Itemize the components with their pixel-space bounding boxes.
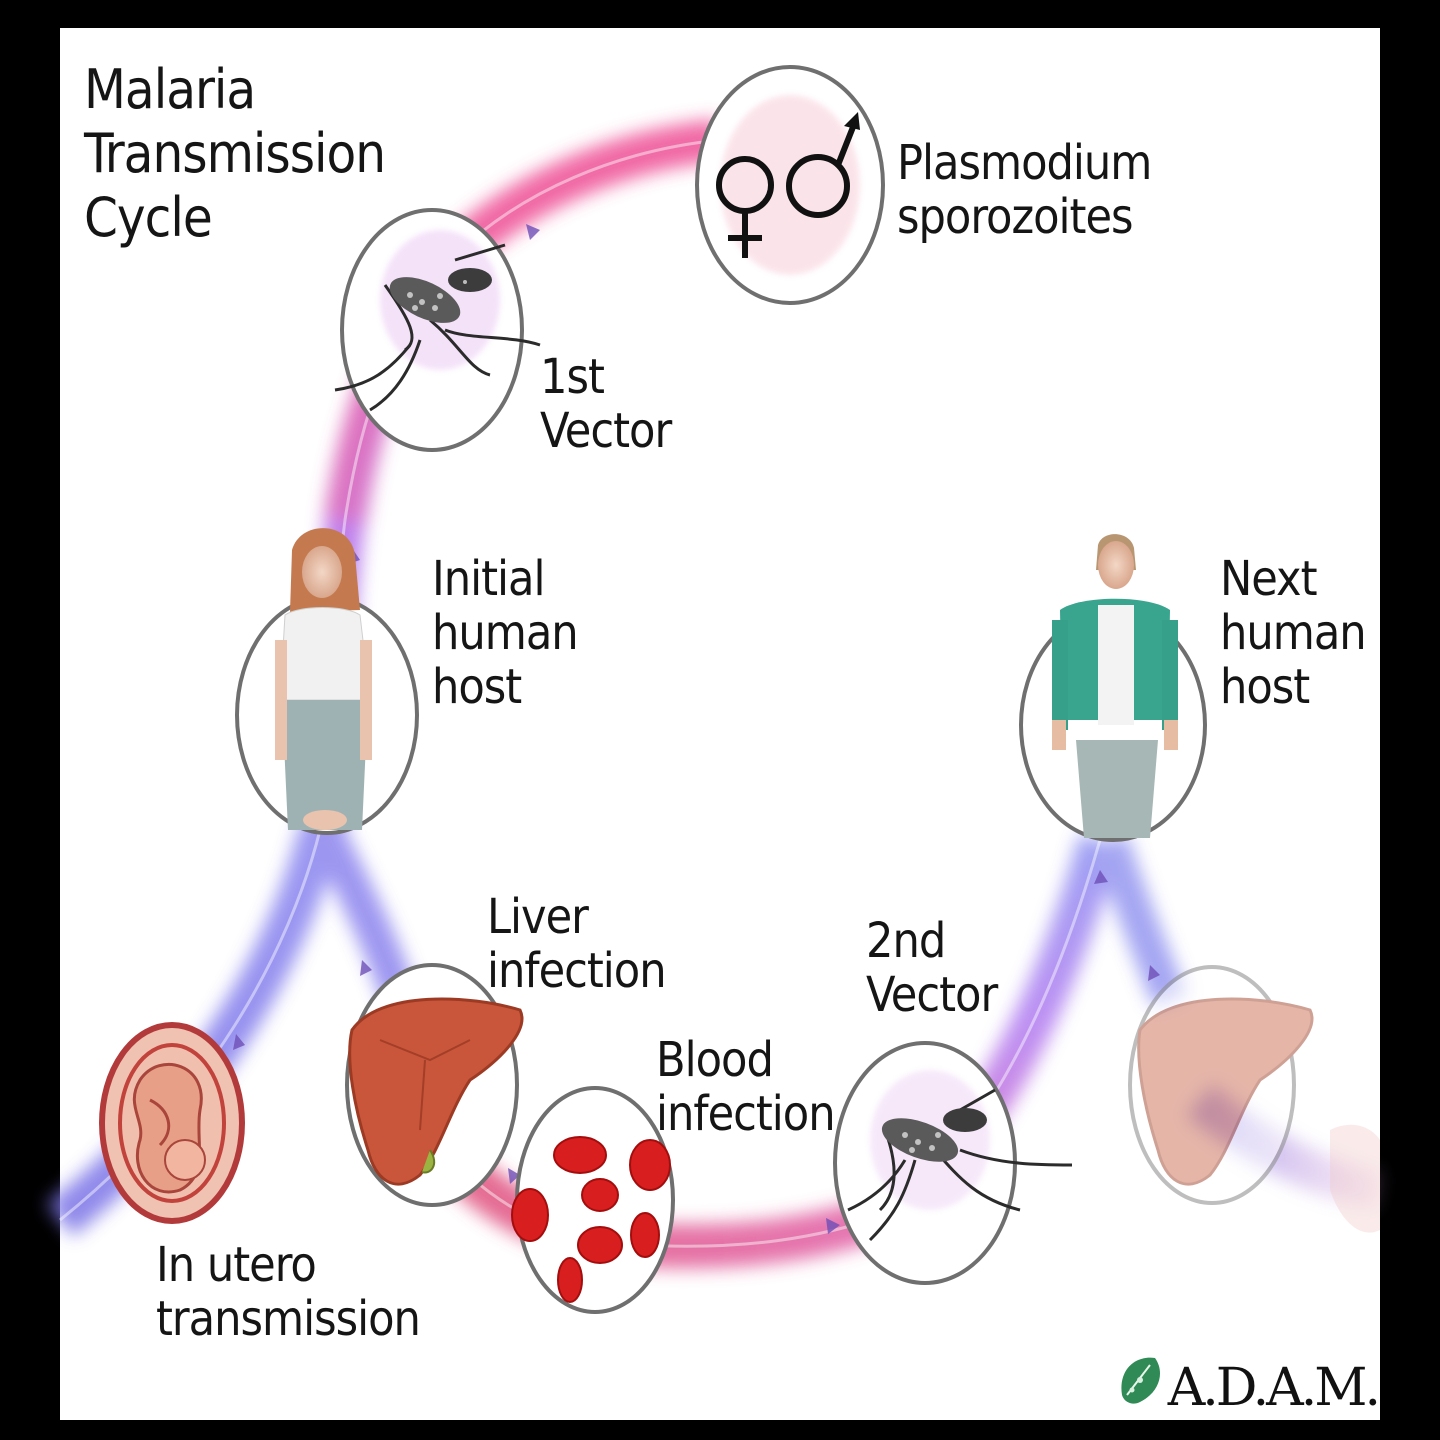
blood-label: Blood infection [656,1032,836,1142]
diagram-title: Malaria Transmission Cycle [84,58,386,250]
female-symbol-icon [716,156,774,258]
arrow-icon [1094,870,1108,884]
vector1-node [334,208,541,452]
blood-node [511,1086,675,1314]
label-line: transmission [156,1291,421,1347]
adam-logo: A.D.A.M. [1118,1338,1381,1418]
sporozoites-label: Plasmodium sporozoites [897,135,1152,245]
woman-figure-icon [275,528,372,830]
logo-text: A.D.A.M. [1167,1358,1381,1418]
label-line: Liver [487,889,589,945]
initial-host-label: Initial human host [432,551,579,715]
label-line: infection [656,1086,836,1142]
label-line: Plasmodium [897,135,1152,191]
title-line-1: Malaria [84,58,256,121]
vector2-node [833,1041,1073,1285]
label-line: In utero [156,1237,317,1293]
title-line-3: Cycle [84,186,213,249]
label-line: host [1220,659,1310,715]
initial-host-node [235,528,419,835]
in-utero-label: In utero transmission [156,1237,421,1347]
in-utero-node [99,1022,245,1224]
liver-icon [348,997,524,1186]
arrow-icon [508,1168,520,1184]
next-host-node [1019,534,1207,842]
arrow-icon [526,224,540,240]
next-in-utero-icon [1330,1124,1380,1233]
label-line: infection [487,943,667,999]
male-arrow-icon [844,112,860,130]
liver-icon [1137,997,1314,1186]
label-line: human [432,605,579,661]
label-line: Vector [540,403,672,459]
label-line: 1st [540,349,605,405]
blood-cells-icon [511,1136,671,1303]
liver-node [345,963,524,1207]
man-figure-icon [1052,534,1178,838]
male-symbol-icon [786,120,858,218]
label-line: Initial [432,551,545,607]
adam-leaf-icon [1121,1357,1160,1404]
arrow-icon [233,1034,245,1050]
arrow-icon [1148,965,1160,981]
label-line: host [432,659,522,715]
label-line: Blood [656,1032,774,1088]
label-line: human [1220,605,1367,661]
liver-label: Liver infection [487,889,667,999]
sporozoites-node [695,65,885,305]
next-host-label: Next human host [1220,551,1367,715]
label-line: sporozoites [897,189,1134,245]
fetus-icon [132,1062,206,1194]
title-line-2: Transmission [84,122,386,185]
label-line: Vector [866,967,998,1023]
arrow-icon [360,960,372,976]
vector1-label: 1st Vector [540,349,672,459]
label-line: Next [1220,551,1317,607]
arrow-icon [826,1218,840,1234]
faded-liver-node [1128,965,1380,1233]
vector2-label: 2nd Vector [866,913,998,1023]
label-line: 2nd [866,913,946,969]
